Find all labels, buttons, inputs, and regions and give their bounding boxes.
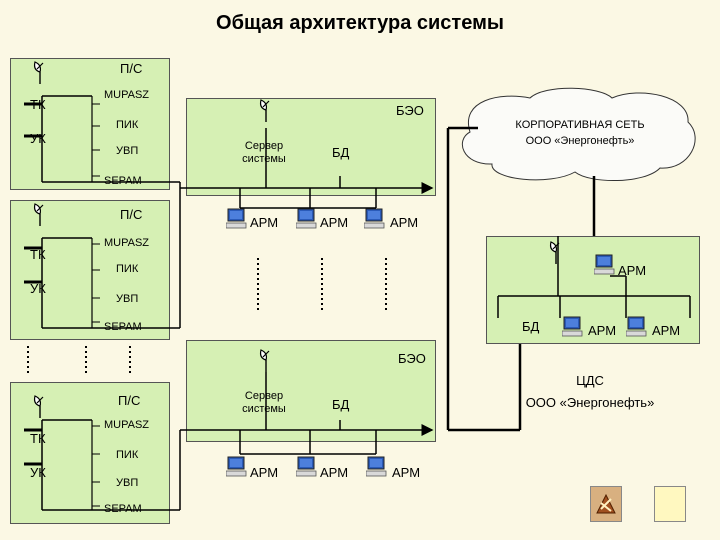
page-title: Общая архитектура системы <box>216 12 504 34</box>
substation-3-sepam-label: SEPAM <box>104 503 142 515</box>
substation-1-tk-label: ТК <box>30 97 46 112</box>
monitor-icon <box>296 456 317 477</box>
antenna-icon <box>33 203 44 226</box>
substation-2-mupasz-label: MUPASZ <box>104 237 150 249</box>
substation-2-pik-label: ПИК <box>116 263 139 275</box>
substation-2-box <box>10 200 170 340</box>
beo-bottom-label: БЭО <box>398 351 426 366</box>
substation-2-uvp-label: УВП <box>116 293 139 305</box>
monitor-icon <box>226 456 247 477</box>
antenna-icon <box>259 99 270 122</box>
antenna-icon <box>259 349 270 372</box>
substation-1-ps-label: П/С <box>120 61 143 76</box>
monitor-icon <box>296 208 317 229</box>
substation-2-ps-label: П/С <box>120 207 143 222</box>
corporate-network-line2: ООО «Энергонефть» <box>525 135 635 147</box>
substation-2-uk-label: УК <box>30 281 46 296</box>
substation-3-mupasz-label: MUPASZ <box>104 419 150 431</box>
substation-1-uk-label: УК <box>30 131 46 146</box>
cds-box <box>486 236 700 344</box>
substation-1-pik-label: ПИК <box>116 119 139 131</box>
cds-db-label: БД <box>522 319 540 334</box>
corporate-network-line1: КОРПОРАТИВНАЯ СЕТЬ <box>515 119 645 131</box>
substation-1-box <box>10 58 170 190</box>
monitor-icon <box>562 316 583 337</box>
substation-3-ps-label: П/С <box>118 393 141 408</box>
cds-arm-top: АРМ <box>618 263 647 278</box>
substation-3-pik-label: ПИК <box>116 449 139 461</box>
home-button[interactable] <box>590 486 622 522</box>
substation-2-tk-label: ТК <box>30 247 46 262</box>
substation-1-sepam-label: SEPAM <box>104 175 142 187</box>
monitor-icon <box>626 316 647 337</box>
corporate-network-cloud <box>461 87 696 181</box>
beo-top-server-label: Сервер системы <box>242 140 286 166</box>
beo-bottom-arm-1: АРМ <box>250 465 279 480</box>
cds-arm-1: АРМ <box>588 323 617 338</box>
cds-title-line1: ЦДС <box>576 373 604 388</box>
beo-bottom-arm-3: АРМ <box>392 465 421 480</box>
monitor-icon <box>364 208 385 229</box>
substation-3-box <box>10 382 170 524</box>
beo-bottom-box <box>186 340 436 442</box>
antenna-icon <box>33 395 44 418</box>
beo-top-arm-2: АРМ <box>320 215 349 230</box>
beo-top-box <box>186 98 436 196</box>
beo-top-arm-3: АРМ <box>390 215 419 230</box>
substation-3-uvp-label: УВП <box>116 477 139 489</box>
beo-bottom-db-label: БД <box>332 397 350 412</box>
beo-bottom-server-label: Сервер системы <box>242 390 286 416</box>
substation-2-sepam-label: SEPAM <box>104 321 142 333</box>
cds-arm-2: АРМ <box>652 323 681 338</box>
beo-top-arm-1: АРМ <box>250 215 279 230</box>
monitor-icon <box>366 456 387 477</box>
cds-title-line2: ООО «Энергонефть» <box>525 395 655 410</box>
monitor-icon <box>594 254 615 275</box>
beo-bottom-arm-2: АРМ <box>320 465 349 480</box>
home-icon <box>596 493 616 514</box>
beo-top-db-label: БД <box>332 145 350 160</box>
substation-3-tk-label: ТК <box>30 431 46 446</box>
substation-1-mupasz-label: MUPASZ <box>104 89 150 101</box>
next-slide-button[interactable] <box>654 486 686 522</box>
substation-3-uk-label: УК <box>30 465 46 480</box>
beo-top-label: БЭО <box>396 103 424 118</box>
substation-1-uvp-label: УВП <box>116 145 139 157</box>
monitor-icon <box>226 208 247 229</box>
antenna-icon <box>33 61 44 84</box>
